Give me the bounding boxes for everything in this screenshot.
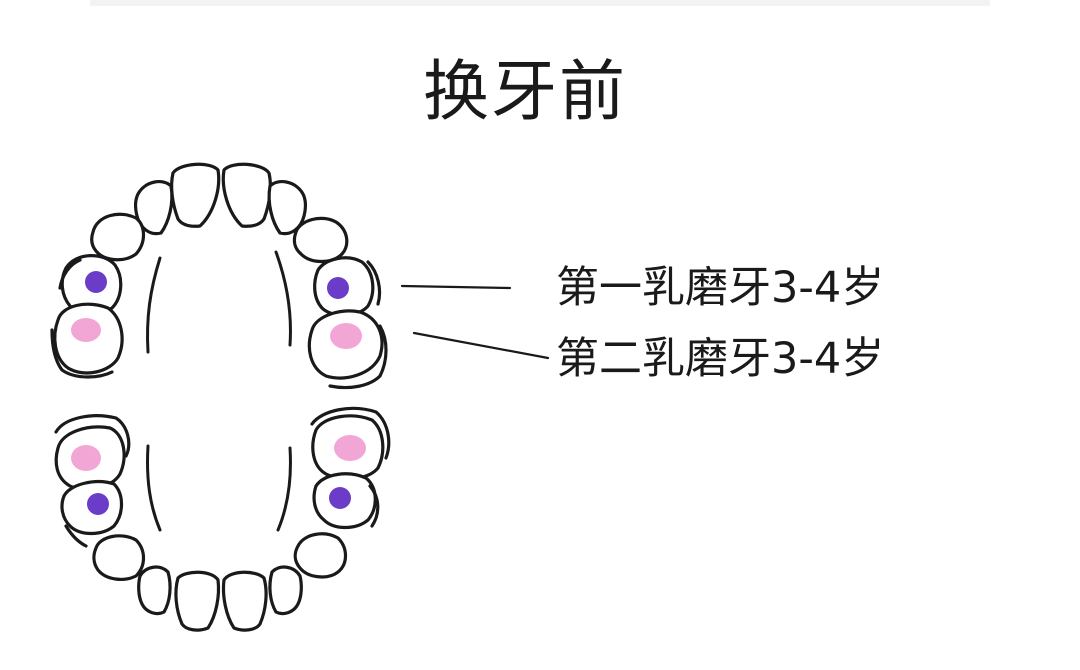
lower-left-second-molar-bud xyxy=(71,445,101,471)
leader-line-first-molar xyxy=(400,284,512,290)
primary-molar-buds xyxy=(85,271,351,515)
lower-right-palate-curve xyxy=(276,446,292,532)
upper-right-palate-curve xyxy=(274,250,292,347)
lower-right-first-molar-bud xyxy=(329,487,351,509)
upper-left-first-molar-bud xyxy=(85,271,107,293)
leader-line-second-molar xyxy=(412,331,550,360)
upper-left-canine xyxy=(90,212,146,262)
lower-left-lateral-incisor xyxy=(137,565,172,616)
upper-left-lateral-incisor xyxy=(134,179,174,236)
upper-left-palate-curve xyxy=(146,256,162,354)
upper-right-canine xyxy=(292,216,349,264)
label-second-primary-molar: 第二乳磨牙3-4岁 xyxy=(556,334,885,384)
secondary-molar-buds xyxy=(71,318,366,471)
lower-left-canine xyxy=(92,534,146,581)
upper-right-first-molar-bud xyxy=(327,277,349,299)
diagram-title: 换牙前 xyxy=(423,53,627,130)
lower-right-canine xyxy=(293,532,348,579)
upper-right-lateral-incisor xyxy=(267,179,307,236)
upper-left-second-molar-bud xyxy=(71,318,101,342)
upper-right-central-incisor xyxy=(221,162,272,228)
lower-right-lateral-incisor xyxy=(268,565,303,616)
lower-right-central-incisor xyxy=(221,570,268,632)
upper-right-second-molar-bud xyxy=(330,323,362,349)
label-first-primary-molar: 第一乳磨牙3-4岁 xyxy=(556,263,885,313)
lower-right-second-molar-bud xyxy=(334,435,366,461)
upper-left-central-incisor xyxy=(170,162,221,228)
top-border-strip xyxy=(90,0,990,6)
lower-left-central-incisor xyxy=(174,570,221,632)
lower-left-palate-curve xyxy=(146,444,162,532)
lower-left-first-molar-bud xyxy=(87,493,109,515)
